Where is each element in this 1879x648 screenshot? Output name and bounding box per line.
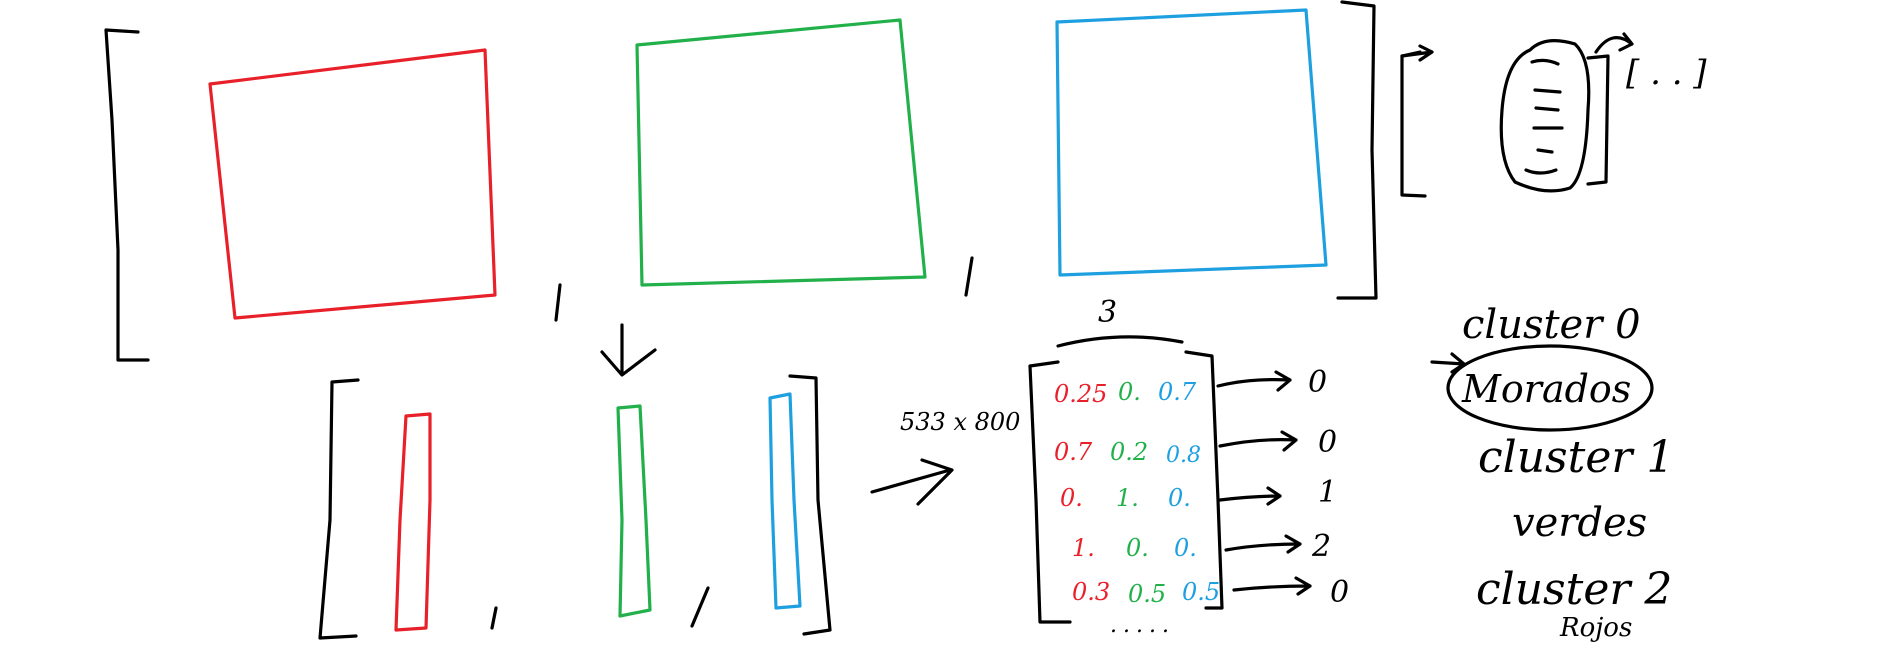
dimension-label: 533 x 800 — [900, 408, 1020, 436]
matrix-cell: 0. — [1174, 534, 1197, 562]
matrix-cell: 0.3 — [1072, 578, 1110, 606]
side-bracket-arrow — [1400, 44, 1434, 62]
bottom-list-open-bracket — [318, 378, 360, 640]
matrix-close-bracket — [1184, 350, 1224, 610]
green-column — [616, 404, 652, 618]
green-image-square — [635, 18, 927, 287]
container-bracket — [1586, 54, 1610, 186]
row-cluster-result: 0 — [1308, 365, 1327, 400]
matrix-cell: 0. — [1126, 534, 1149, 562]
list-bracket-label: [ . . ] — [1626, 53, 1707, 93]
morados-circle — [1446, 344, 1654, 432]
red-image-square — [208, 48, 497, 320]
top-list-open-bracket — [104, 28, 150, 362]
cluster-0-label: cluster 0 — [1462, 302, 1641, 348]
matrix-ellipsis: ..... — [1110, 613, 1175, 638]
comma-3 — [490, 606, 498, 630]
row-arrow — [1218, 430, 1298, 452]
blue-image-square — [1055, 8, 1328, 277]
comma-1 — [554, 283, 562, 322]
matrix-cell: 1. — [1072, 534, 1095, 562]
group-0-label: Morados — [1461, 367, 1631, 411]
row-cluster-result: 1 — [1318, 475, 1337, 510]
matrix-cell: 0. — [1060, 484, 1083, 512]
matrix-cell: 0.8 — [1166, 443, 1201, 468]
group-2-label: Rojos — [1559, 613, 1632, 643]
cluster-1-label: cluster 1 — [1478, 432, 1674, 483]
row-cluster-result: 0 — [1330, 575, 1349, 610]
matrix-cell: 0.7 — [1054, 438, 1093, 466]
cluster-2-label: cluster 2 — [1476, 564, 1672, 615]
top-list-close-bracket — [1336, 0, 1378, 300]
matrix-cell: 0.25 — [1054, 380, 1107, 408]
container-icon — [1499, 39, 1591, 193]
bottom-list-close-bracket — [788, 374, 832, 636]
comma-2 — [964, 256, 974, 297]
matrix-cell: 0.2 — [1110, 438, 1148, 466]
matrix-cell: 1. — [1116, 484, 1139, 512]
row-cluster-result: 2 — [1311, 529, 1331, 564]
container-lines-icon — [1524, 58, 1564, 175]
matrix-open-bracket — [1028, 360, 1072, 624]
row-arrow — [1224, 534, 1302, 554]
row-arrow — [1218, 486, 1282, 506]
column-count-brace — [1056, 335, 1184, 348]
comma-4 — [690, 586, 710, 628]
matrix-cell: 0.5 — [1182, 578, 1220, 606]
down-arrow-icon — [600, 323, 657, 377]
matrix-cell: 0. — [1118, 378, 1141, 406]
matrix-cell: 0.5 — [1128, 580, 1166, 608]
column-count-label: 3 — [1098, 295, 1117, 330]
blue-column — [768, 392, 802, 610]
row-arrow — [1232, 576, 1312, 596]
right-arrow-to-matrix — [870, 458, 954, 506]
group-1-label: verdes — [1512, 500, 1647, 546]
matrix-cell: 0. — [1168, 484, 1191, 512]
matrix-cell: 0.7 — [1158, 378, 1197, 406]
row-arrow — [1216, 370, 1292, 392]
container-arrow-icon — [1594, 32, 1634, 54]
row-cluster-result: 0 — [1318, 425, 1337, 460]
red-column — [394, 412, 432, 632]
side-bracket — [1400, 50, 1427, 198]
